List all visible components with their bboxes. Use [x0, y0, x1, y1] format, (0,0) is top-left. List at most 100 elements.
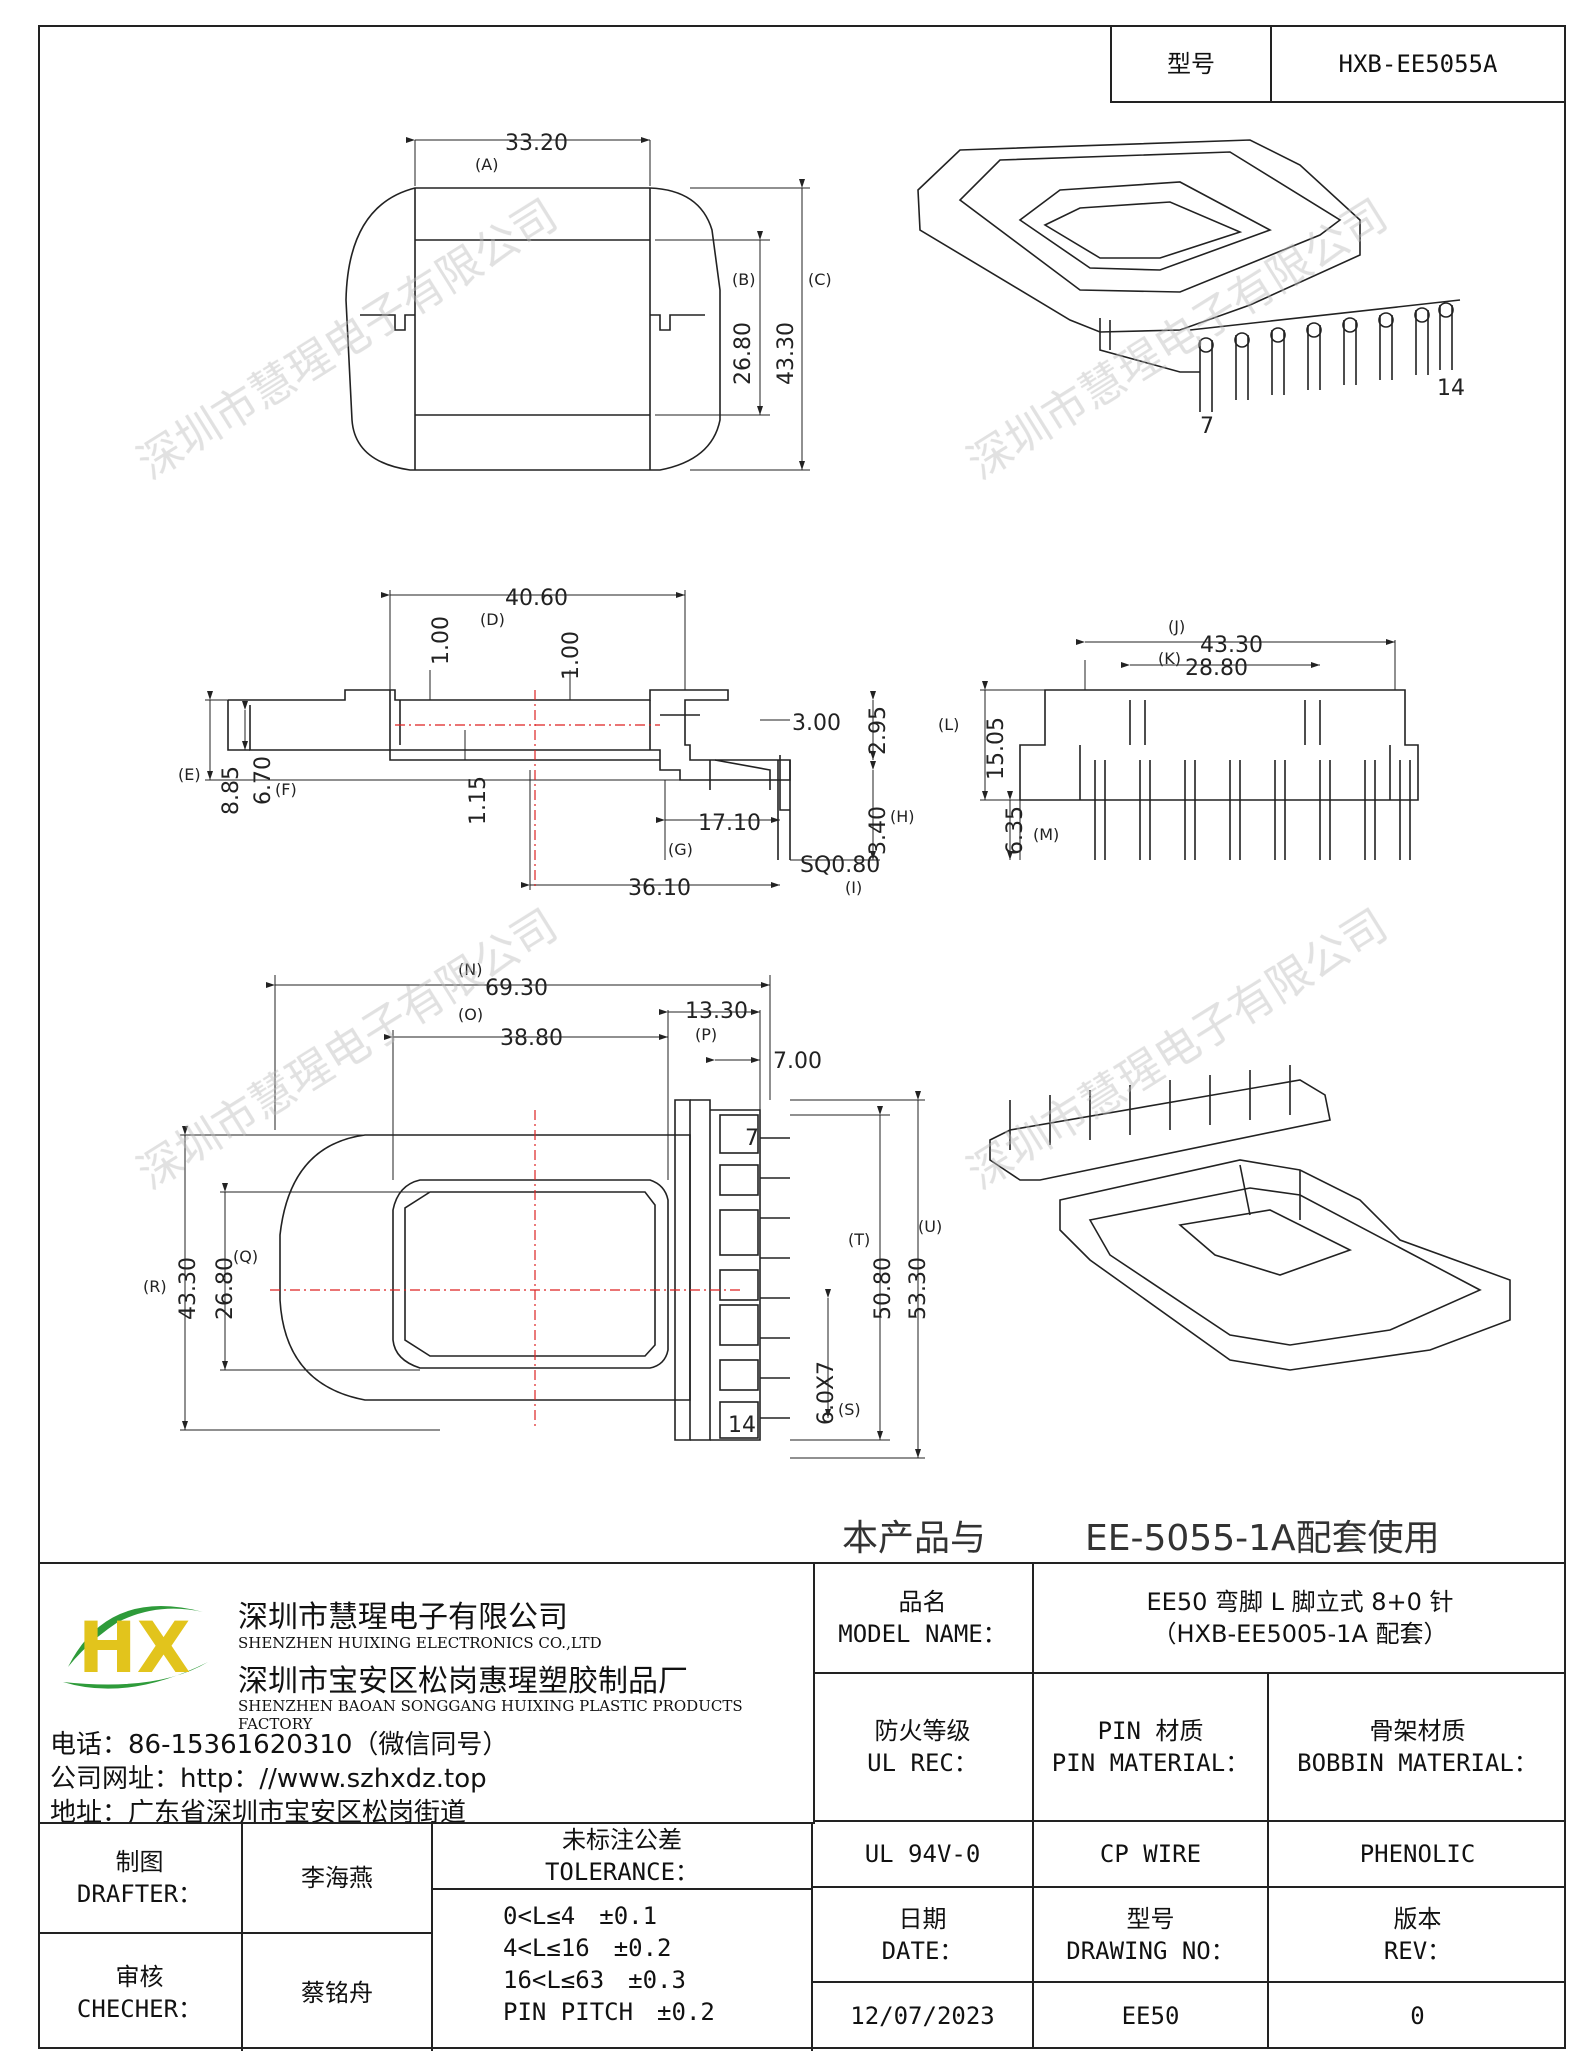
dim-k-label: (K) [1158, 649, 1181, 668]
pin-value: CP WIRE [1034, 1822, 1269, 1888]
fire-value: UL 94V-0 [813, 1822, 1034, 1888]
dim-d-value: 40.60 [505, 586, 568, 611]
dim-n-value: 69.30 [485, 976, 548, 1001]
dim-u-label: (U) [918, 1217, 942, 1236]
dim-d-label: (D) [480, 610, 505, 629]
dim-p-label: (P) [695, 1025, 717, 1044]
dim-u-value: 53.30 [906, 1257, 931, 1320]
tolerance-line-4: PIN PITCH ±0.2 [503, 1998, 715, 2026]
dim-j-value: 43.30 [1200, 633, 1263, 658]
rev-label: 版本 REV： [1269, 1888, 1566, 1983]
tolerance-cn: 未标注公差 [562, 1826, 682, 1854]
top-view [345, 137, 810, 471]
dim-r-value: 43.30 [176, 1257, 201, 1320]
fire-rating-label: 防火等级 UL REC： [813, 1674, 1034, 1822]
pin-material-label: PIN 材质 PIN MATERIAL： [1034, 1674, 1269, 1822]
drafter-cn: 制图 [115, 1848, 164, 1876]
checker-en: CHECHER： [76, 1994, 203, 2023]
tolerance-line-3: 16<L≤63 ±0.3 [503, 1966, 686, 1994]
dim-g-label: (G) [668, 840, 693, 859]
date-cn: 日期 [898, 1904, 947, 1933]
watermark-1: 深圳市慧瑆电子有限公司 [129, 190, 566, 490]
company-name-cn: 深圳市慧瑆电子有限公司 [238, 1600, 568, 1635]
dim-q-value: 26.80 [213, 1257, 238, 1320]
factory-name-cn: 深圳市宝安区松岗惠瑆塑胶制品厂 [238, 1664, 688, 1699]
tolerance-values: 0<L≤4 ±0.1 4<L≤16 ±0.2 16<L≤63 ±0.3 PIN … [503, 1900, 715, 2028]
dim-i-value: SQ0.80 [800, 853, 880, 878]
model-name-label-en: MODEL NAME： [838, 1620, 1007, 1648]
dim-r-label: (R) [143, 1277, 167, 1296]
bobbin-material-label: 骨架材质 BOBBIN MATERIAL： [1269, 1674, 1566, 1822]
company-area: HX 深圳市慧瑆电子有限公司 SHENZHEN HUIXING ELECTRON… [38, 1564, 815, 1828]
mating-note-prefix: 本产品与 [842, 1518, 986, 1559]
iso-view-bottom [989, 1065, 1511, 1371]
dim-c-value: 43.30 [774, 322, 799, 385]
pin-label-en: PIN MATERIAL： [1051, 1749, 1250, 1777]
drawing-no-label: 型号 DRAWING NO： [1034, 1888, 1269, 1983]
drafter-en: DRAFTER： [76, 1880, 203, 1908]
dim-l-value: 15.05 [984, 717, 1009, 780]
tolerance-line-1: 0<L≤4 ±0.1 [503, 1902, 658, 1930]
dim-s-value: 6.0X7 [814, 1361, 839, 1425]
date-label: 日期 DATE： [813, 1888, 1034, 1983]
dim-f-label: (F) [275, 780, 297, 799]
dim-t-label: (T) [848, 1230, 870, 1249]
dim-i-label: (I) [845, 878, 862, 897]
model-name-line-1: EE50 弯脚 L 脚立式 8+0 针 [1146, 1588, 1454, 1616]
bottom-view [180, 975, 925, 1459]
drawing-en: DRAWING NO： [1066, 1936, 1235, 1965]
dim-h-label: (H) [890, 807, 915, 826]
tolerance-line-2: 4<L≤16 ±0.2 [503, 1934, 672, 1962]
rev-value: 0 [1410, 2002, 1425, 2030]
drawing-no-value: EE50 [1034, 1983, 1269, 2049]
model-name-label: 品名 MODEL NAME： [813, 1564, 1034, 1674]
dim-o-value: 38.80 [500, 1026, 563, 1051]
dim-o-label: (O) [458, 1005, 483, 1024]
watermark-4: 深圳市慧瑆电子有限公司 [959, 900, 1396, 1200]
mating-note: EE-5055-1A配套使用 [1085, 1518, 1440, 1559]
checker-name: 蔡铭舟 [243, 1934, 433, 2051]
date-value: 12/07/2023 [813, 1983, 1034, 2049]
title-block: HX 深圳市慧瑆电子有限公司 SHENZHEN HUIXING ELECTRON… [38, 1562, 1566, 2051]
rev-en: REV： [1383, 1936, 1452, 1965]
tolerance-label: 未标注公差 TOLERANCE： [433, 1824, 811, 1890]
bobbin-label-en: BOBBIN MATERIAL： [1297, 1749, 1538, 1777]
tolerance-en: TOLERANCE： [544, 1858, 700, 1886]
dim-7-00: 7.00 [773, 1049, 822, 1074]
dim-s-label: (S) [838, 1400, 861, 1419]
side-view [205, 590, 880, 890]
bobbin-value: PHENOLIC [1269, 1822, 1566, 1888]
dim-e-label: (E) [178, 765, 201, 784]
bottom-pin-7: 7 [745, 1126, 759, 1151]
dim-q-label: (Q) [233, 1247, 258, 1266]
dim-m-value: 6.35 [1003, 806, 1028, 855]
dim-h-value: 3.40 [866, 806, 891, 855]
model-box-value: HXB-EE5055A [1338, 50, 1498, 78]
factory-name-en: SHENZHEN BAOAN SONGGANG HUIXING PLASTIC … [238, 1697, 743, 1733]
dim-t-value: 50.80 [871, 1257, 896, 1320]
dim-e-value: 8.85 [219, 766, 244, 815]
dim-1-00-b: 1.00 [559, 631, 584, 680]
company-name-en: SHENZHEN HUIXING ELECTRONICS CO.,LTD [238, 1634, 602, 1652]
dim-g-value: 17.10 [698, 811, 761, 836]
drawing-cn: 型号 [1126, 1904, 1175, 1933]
front-view [980, 639, 1419, 860]
fire-label-en: UL REC： [867, 1749, 978, 1777]
dim-2-95: 2.95 [866, 706, 891, 755]
dim-36-10: 36.10 [628, 876, 691, 901]
model-name-label-cn: 品名 [898, 1588, 947, 1616]
dim-l-label: (L) [938, 715, 959, 734]
dim-k-value: 28.80 [1185, 656, 1248, 681]
iso-pin-14: 14 [1437, 376, 1465, 401]
company-logo: HX [48, 1582, 223, 1702]
watermark-2: 深圳市慧瑆电子有限公司 [959, 190, 1396, 490]
checker-cn: 审核 [115, 1962, 164, 1991]
rev-cn: 版本 [1393, 1904, 1442, 1933]
dim-c-label: (C) [808, 270, 832, 289]
bottom-pin-14: 14 [728, 1413, 756, 1438]
dim-f-value: 6.70 [251, 756, 276, 805]
technical-drawing: 33.20 (A) (B) 26.80 (C) 43.30 7 14 40.60… [129, 131, 1511, 1559]
dim-j-label: (J) [1168, 617, 1185, 636]
dim-m-label: (M) [1033, 825, 1059, 844]
logo-text: HX [78, 1607, 191, 1689]
